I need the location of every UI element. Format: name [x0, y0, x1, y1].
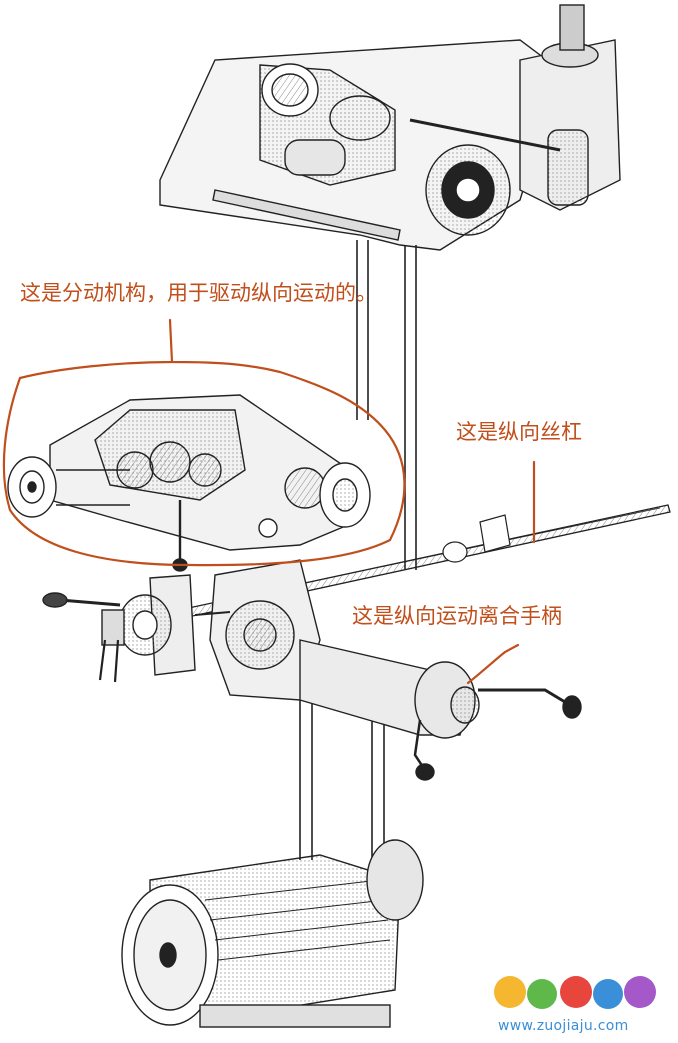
apron-assembly: [209, 559, 582, 781]
drive-belts: [299, 240, 417, 870]
lead-screw-label: 这是纵向丝杠: [456, 420, 582, 444]
dividing-mechanism: [7, 394, 371, 572]
top-head-assembly: [159, 4, 621, 251]
clutch-handle-label: 这是纵向运动离合手柄: [352, 604, 562, 628]
handle-pointer: [466, 643, 520, 685]
watermark-logo: [494, 976, 656, 1009]
watermark-url: www.zuojiaju.com: [498, 1018, 629, 1034]
annotation-marks: [2, 318, 536, 685]
dividing-mechanism-label: 这是分动机构，用于驱动纵向运动的。: [20, 281, 377, 305]
electric-motor: [121, 839, 424, 1028]
circle-around-dividing-mechanism: [2, 318, 406, 567]
handwheel-assembly: [42, 574, 231, 683]
